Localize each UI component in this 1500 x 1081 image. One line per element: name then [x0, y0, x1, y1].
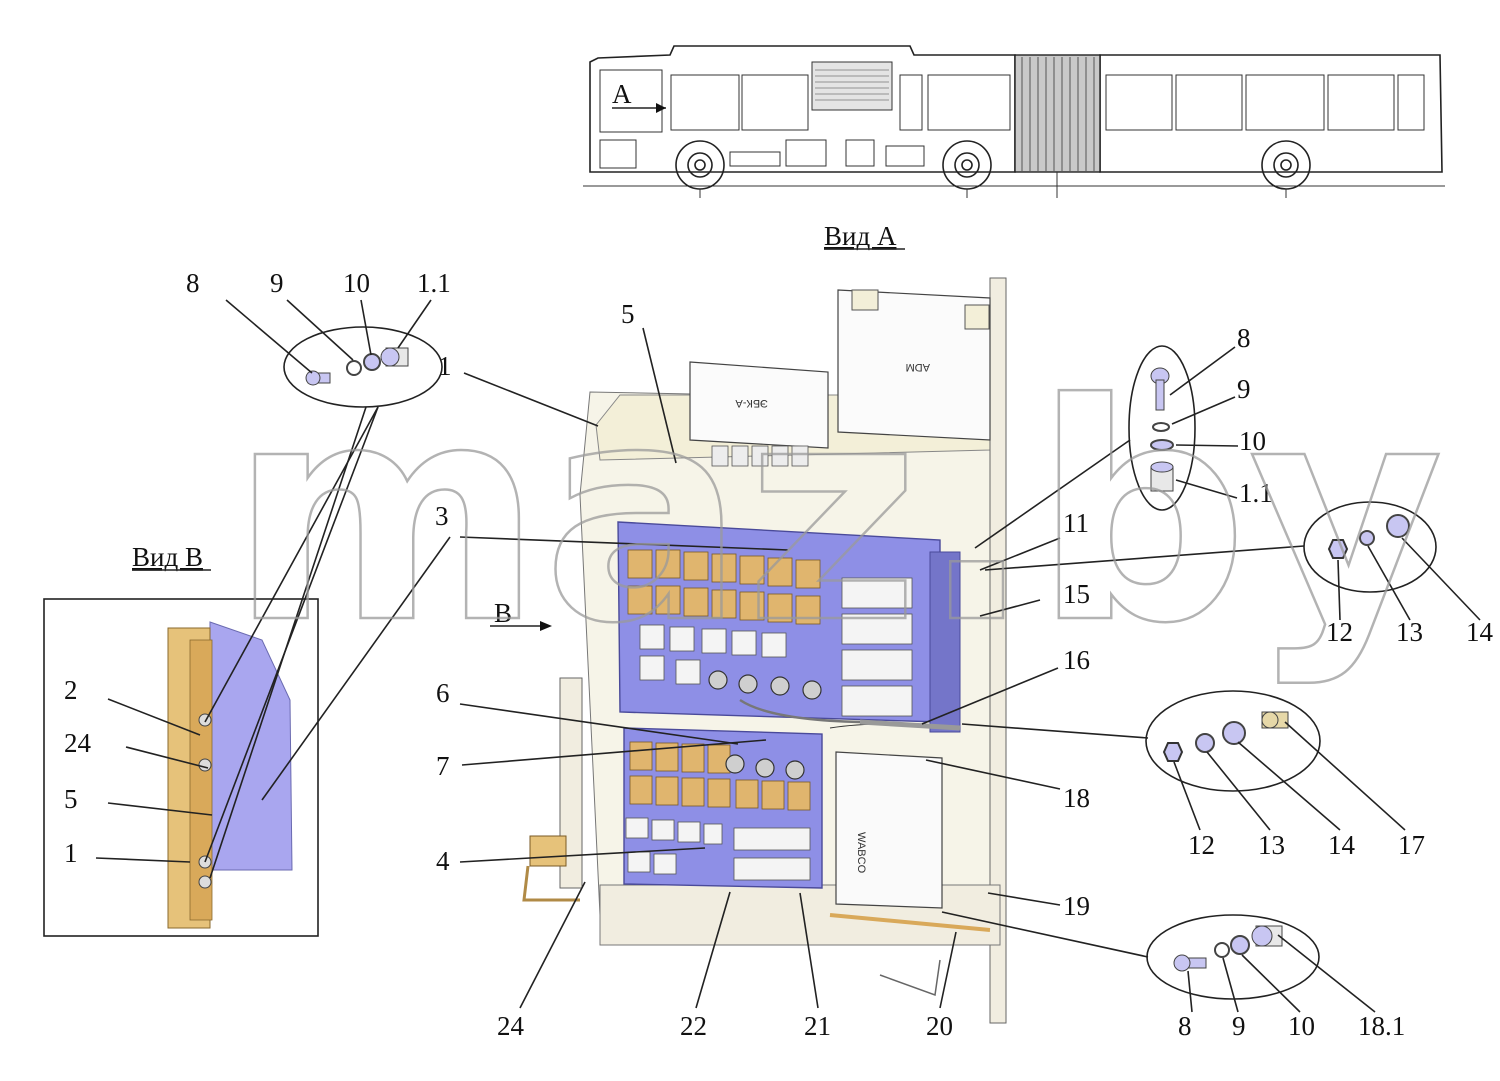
detail-top-left: [283, 326, 443, 408]
callout-tl-10: 10: [343, 268, 370, 298]
callout-tl-8: 8: [186, 268, 200, 298]
callout-r1-14: 14: [1466, 617, 1494, 647]
ebk-label: ЭБК-А: [735, 397, 768, 409]
view-a-arrow-label: А: [612, 79, 632, 109]
callout-main-11: 11: [1063, 508, 1089, 538]
callout-main-3: 3: [435, 501, 449, 531]
view-b-title: Вид В: [132, 542, 203, 572]
callout-main-19: 19: [1063, 891, 1090, 921]
detail-top-right: [1128, 345, 1196, 511]
view-b-callout-2: 2: [64, 675, 78, 705]
callout-main-16: 16: [1063, 645, 1090, 675]
callout-tl-1-1: 1.1: [417, 268, 451, 298]
callout-tl-9: 9: [270, 268, 284, 298]
callout-main-4: 4: [436, 846, 450, 876]
callout-r2-12: 12: [1188, 830, 1215, 860]
callout-main-6: 6: [436, 678, 450, 708]
callout-br-18-1: 18.1: [1358, 1011, 1405, 1041]
wabco-label: WABCO: [855, 832, 867, 874]
detail-bottom-right: [1146, 914, 1320, 1000]
callout-main-20: 20: [926, 1011, 953, 1041]
callout-main-18: 18: [1063, 783, 1090, 813]
watermark: maz.by: [230, 340, 1444, 689]
callout-main-7: 7: [436, 751, 450, 781]
callout-r1-13: 13: [1396, 617, 1423, 647]
callout-br-10: 10: [1288, 1011, 1315, 1041]
view-b-callout-5: 5: [64, 784, 78, 814]
callout-r2-14: 14: [1328, 830, 1356, 860]
callout-main-24: 24: [497, 1011, 525, 1041]
callout-tr-8: 8: [1237, 323, 1251, 353]
detail-right-1: [1303, 501, 1437, 593]
callout-br-8: 8: [1178, 1011, 1192, 1041]
callout-r1-12: 12: [1326, 617, 1353, 647]
detail-right-2: [1145, 690, 1321, 792]
view-b-callout-1: 1: [64, 838, 78, 868]
main-assembly: ADM ЭБК-А: [522, 277, 1007, 1024]
callout-tr-10: 10: [1239, 426, 1266, 456]
callout-main-21: 21: [804, 1011, 831, 1041]
callout-main-22: 22: [680, 1011, 707, 1041]
callout-main-5-top: 5: [621, 299, 635, 329]
bus-side-view: А: [583, 45, 1445, 198]
callout-r2-17: 17: [1398, 830, 1425, 860]
callout-main-1: 1: [438, 351, 452, 381]
adm-label: ADM: [906, 361, 930, 373]
view-a-title: Вид А: [824, 221, 897, 251]
view-b-callout-24: 24: [64, 728, 92, 758]
callout-tr-9: 9: [1237, 374, 1251, 404]
view-b-arrow-label: В: [494, 598, 512, 628]
callout-r2-13: 13: [1258, 830, 1285, 860]
callout-main-15: 15: [1063, 579, 1090, 609]
callout-tr-1-1: 1.1: [1239, 478, 1273, 508]
callout-br-9: 9: [1232, 1011, 1246, 1041]
view-b-inset: [43, 598, 319, 937]
